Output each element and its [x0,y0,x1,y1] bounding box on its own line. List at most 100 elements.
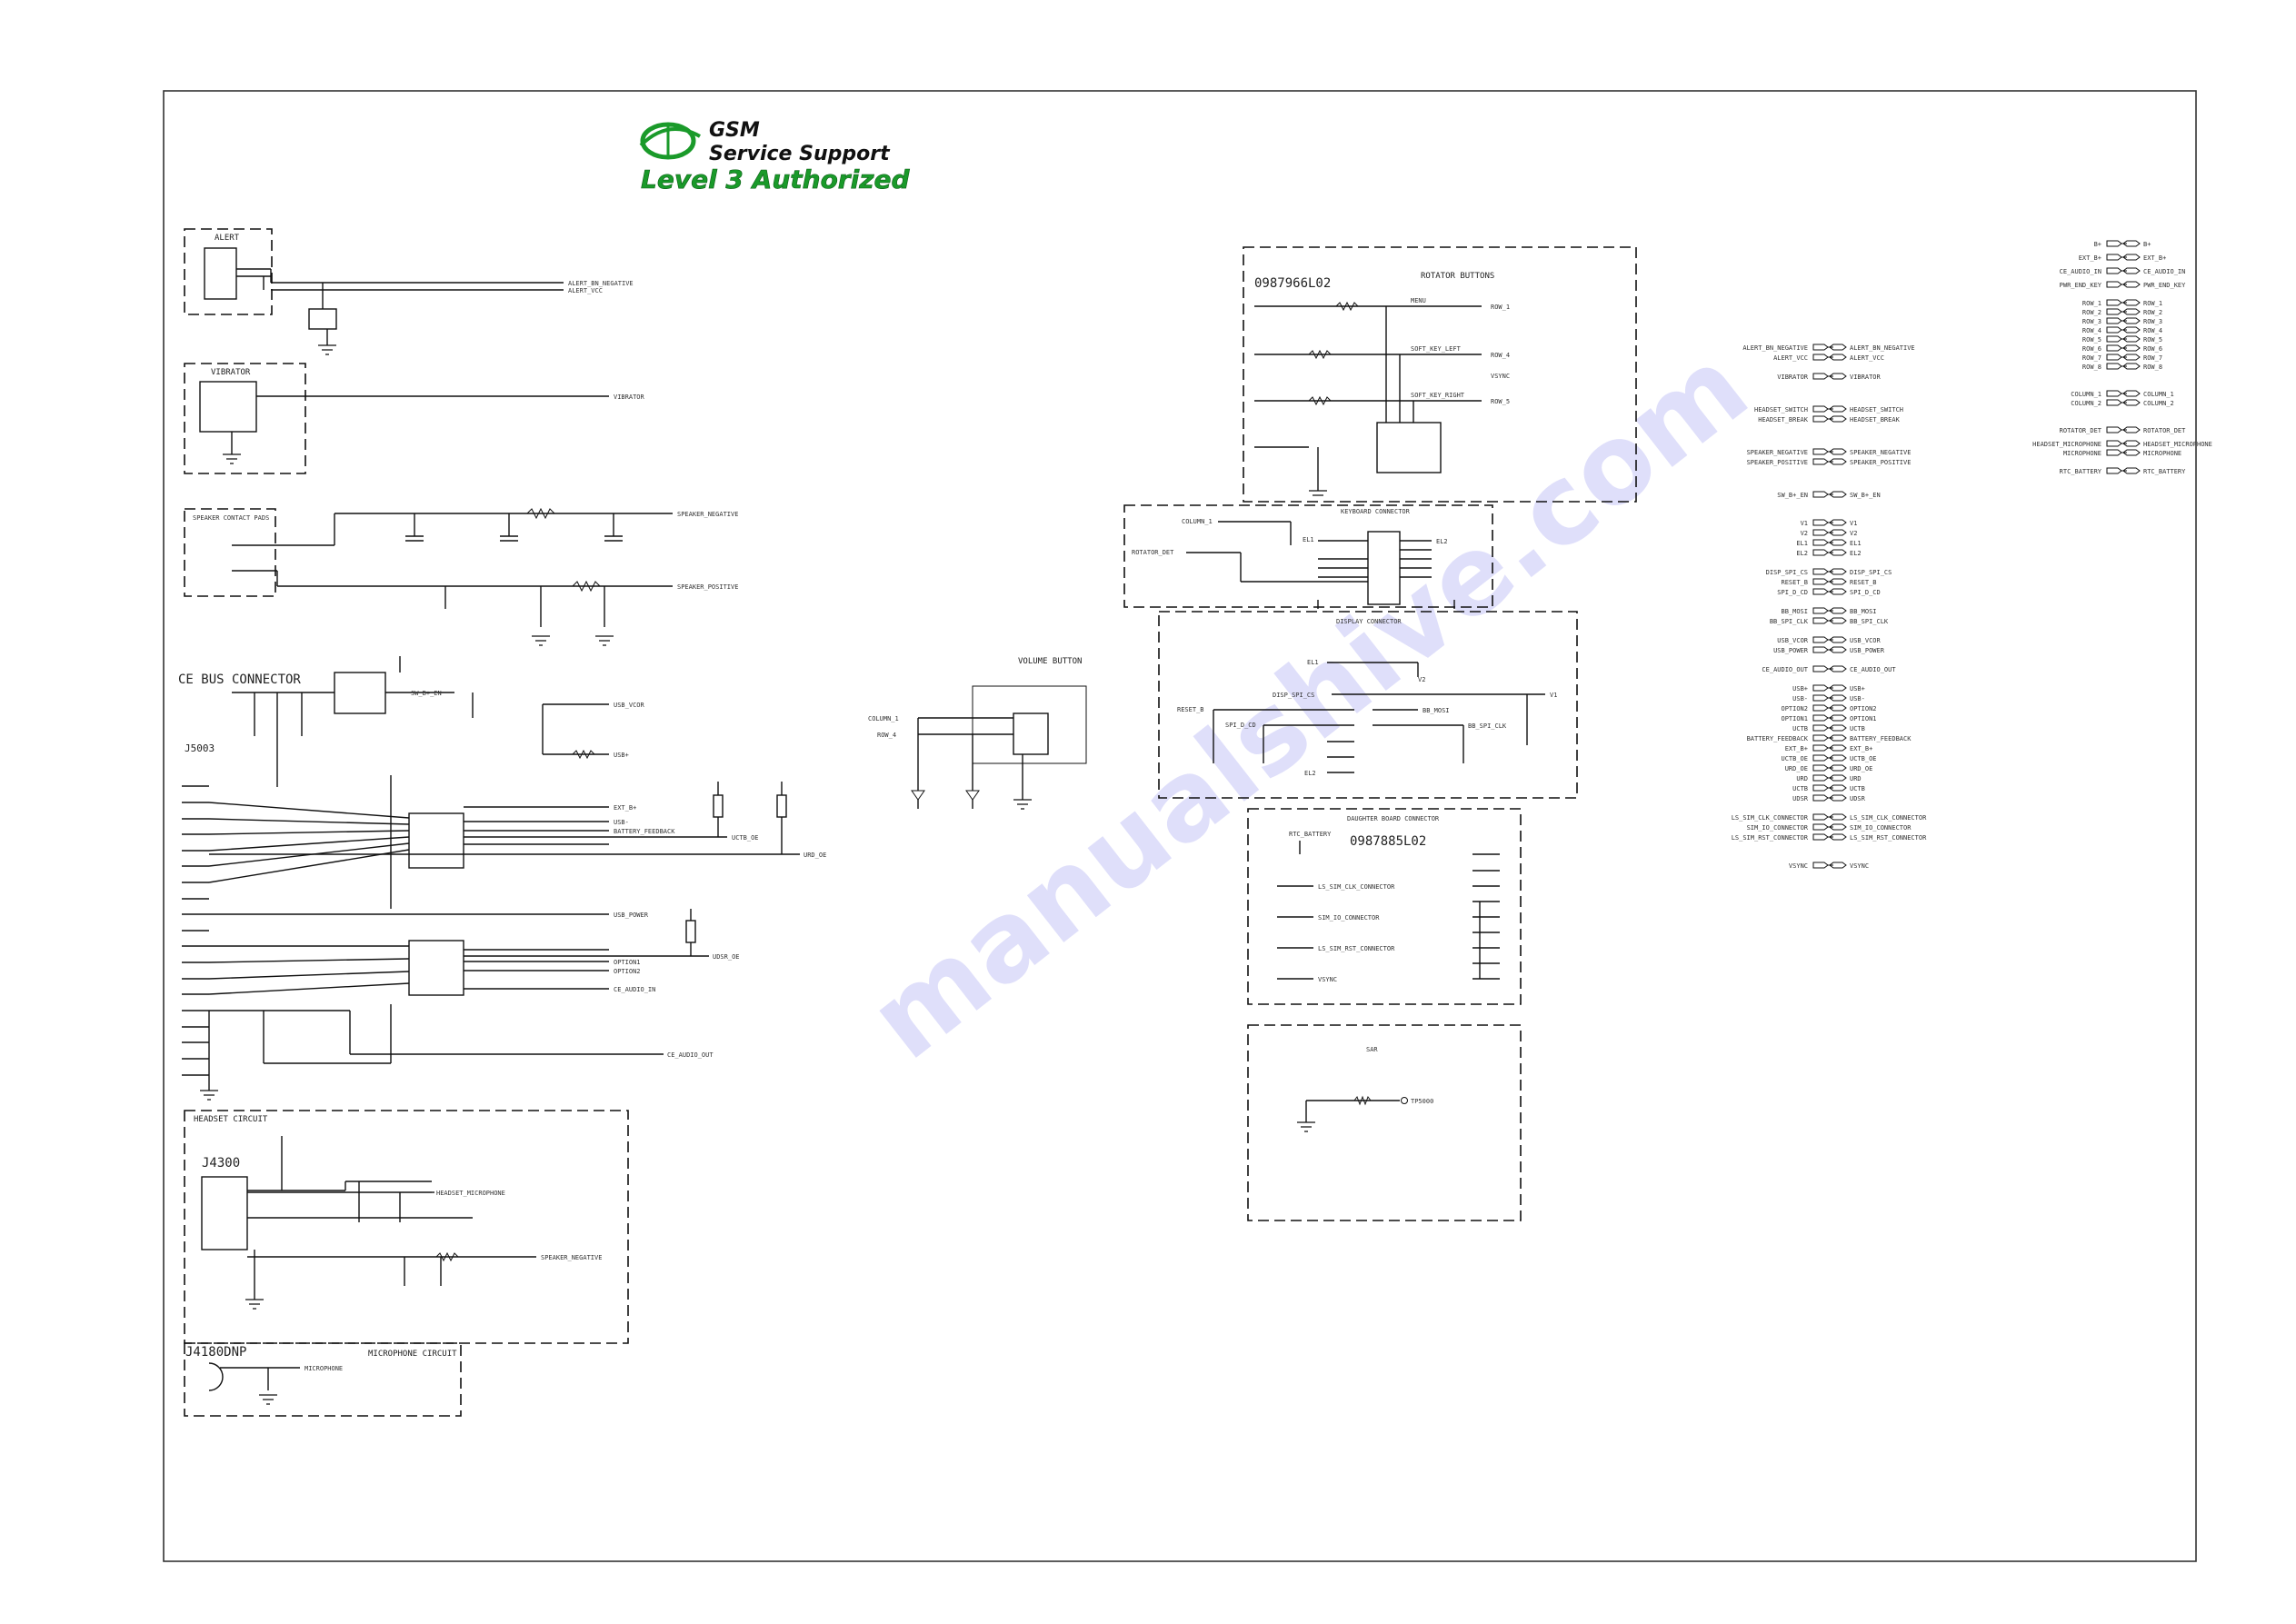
net-connector-out-label: LS_SIM_CLK_CONNECTOR [1850,814,1927,822]
vsync-net: VSYNC [1491,373,1510,380]
net-connector-icon [1812,588,1847,595]
net-connector-in-label: USB+ [1792,685,1808,692]
daughter-block: DAUGHTER BOARD CONNECTOR 0987885L02 RTC_… [1247,808,1522,1005]
net-connector-out-label: UCTB [1850,785,1865,792]
net-connector-out-label: SPEAKER_POSITIVE [1850,459,1911,466]
net-connector-out-label: CE_AUDIO_OUT [1850,666,1896,673]
ls-sim-clk-net: LS_SIM_CLK_CONNECTOR [1318,883,1395,891]
net-connector-in-label: ROW_4 [2082,327,2101,334]
rtc-battery-net: RTC_BATTERY [1289,831,1332,838]
net-connector-icon [1812,578,1847,585]
net-connector-out-label: MICROPHONE [2143,450,2181,457]
net-connector-out-label: RTC_BATTERY [2143,468,2186,475]
daughter-vsync-net: VSYNC [1318,976,1337,983]
net-connector-in-label: USB_VCOR [1777,637,1809,644]
uctb-oe-net: UCTB_OE [732,834,759,842]
net-connector-in-label: ROTATOR_DET [2060,427,2102,434]
net-connector-in-label: PWR_END_KEY [2060,282,2102,289]
keyboard-el2-net: EL2 [1436,538,1448,545]
ext-b-net: EXT_B+ [614,804,636,812]
net-connector-icon [1812,617,1847,624]
net-connector-in-label: V2 [1801,530,1808,537]
net-connector-icon [1812,813,1847,821]
ce-bus-pins [182,785,218,1101]
net-connector: EXT_B+EXT_B+ [1785,744,1872,752]
row1-net: ROW_1 [1491,304,1510,311]
udsr-oe-net: UDSR_OE [713,953,740,961]
microphone-title: MICROPHONE CIRCUIT [368,1350,457,1359]
net-connector-icon [1812,646,1847,653]
net-connector-in-label: BB_MOSI [1781,608,1808,615]
sar-title: SAR [1366,1046,1378,1053]
rotator-det-net: ROTATOR_DET [1132,549,1174,556]
display-el2-net: EL2 [1304,770,1316,777]
net-connector-icon [1812,734,1847,742]
headset-mic-net: HEADSET_MICROPHONE [436,1190,505,1197]
net-connector-in-label: OPTION1 [1781,715,1808,722]
volume-title: VOLUME BUTTON [1018,657,1082,666]
net-connector-out-label: ROW_1 [2143,300,2162,307]
gsm-logo: GSM Service Support Level 3 Authorized [639,119,911,194]
alert-title: ALERT [215,234,240,243]
bb-mosi-net: BB_MOSI [1423,707,1450,714]
net-connector-in-label: UCTB_OE [1781,755,1808,762]
alert-block: ALERT ALERT_BN_NEGATIVE ALERT_VCC [184,228,634,355]
net-connector: B+B+ [2094,240,2151,248]
net-connector-out-label: SW_B+_EN [1850,492,1881,499]
spk-pos-net: SPEAKER_POSITIVE [677,583,738,591]
net-connector-icon [1812,636,1847,643]
net-connector: UCTB UCTB [1792,784,1865,792]
net-connector: USB_VCOR USB_VCOR [1777,636,1882,644]
net-connector: USB-USB- [1792,694,1865,702]
vibrator-title: VIBRATOR [211,368,251,377]
net-connector-out-label: UCTB [1850,725,1865,732]
net-connector-in-label: ROW_7 [2082,354,2101,362]
net-connector-icon [1812,458,1847,465]
net-connector-in-label: ROW_3 [2082,318,2101,325]
net-connector-out-label: USB_VCOR [1850,637,1882,644]
net-connector-in-label: ROW_5 [2082,336,2101,344]
battery-feedback-net: BATTERY_FEEDBACK [614,828,675,835]
display-v2-net: V2 [1418,676,1425,683]
net-connector-in-label: ROW_2 [2082,309,2101,316]
net-connector-in-label: BATTERY_FEEDBACK [1747,735,1809,742]
headset-block: HEADSET CIRCUIT J4300 HEADSET_MICROPHONE… [184,1110,629,1344]
net-connector-in-label: UCTB [1792,785,1808,792]
net-connector-icon [1812,714,1847,722]
net-connector-icon [1812,684,1847,692]
net-connector-in-label: RESET_B [1781,579,1808,586]
net-connector-icon [2106,363,2141,370]
net-connector-out-label: HEADSET_SWITCH [1850,406,1903,413]
logo-line1: GSM [709,119,760,142]
net-connector-in-label: URD [1796,775,1808,782]
net-connector-out-label: DISP_SPI_CS [1850,569,1892,576]
net-connector-out-label: LS_SIM_RST_CONNECTOR [1850,834,1927,842]
net-connector: EXT_B+EXT_B+ [2079,254,2166,262]
display-block: DISPLAY CONNECTOR EL1 V2 DISP_SPI_CS V1 … [1158,611,1578,799]
net-connector-icon [2106,267,2141,274]
net-connector-out-label: EXT_B+ [1850,745,1872,752]
net-connector-in-label: B+ [2094,241,2101,248]
speaker-pads-title: SPEAKER CONTACT PADS [193,514,269,522]
net-connector-out-label: USB_POWER [1850,647,1885,654]
net-connector-in-label: SW_B+_EN [1777,492,1808,499]
net-connector-out-label: URD [1850,775,1862,782]
speaker-pads-block: SPEAKER CONTACT PADS SPEAKER_NEGATIVE SP… [184,507,738,646]
microphone-block: J4180DNP MICROPHONE CIRCUIT MICROPHONE [184,1342,462,1417]
net-connector-out-label: V1 [1850,520,1857,527]
tp-net: TP5000 [1411,1098,1433,1105]
volume-switch [1013,712,1049,755]
